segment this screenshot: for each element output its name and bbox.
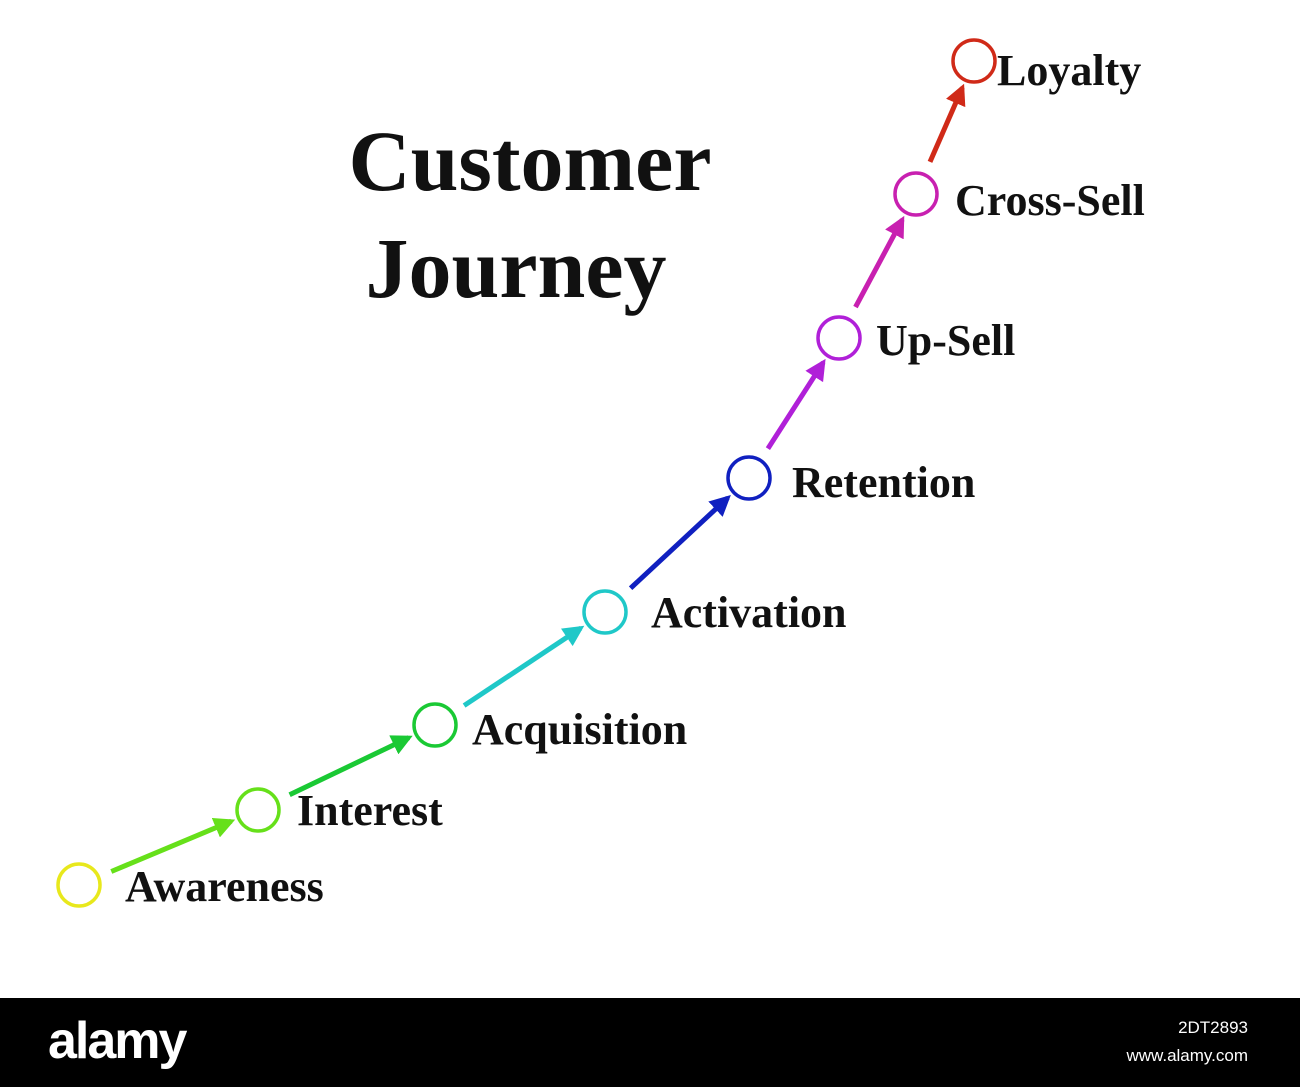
step-label: Up-Sell [876,316,1015,365]
arrow-cross-sell-to-loyalty [927,83,966,163]
customer-journey-diagram: Customer Journey Awareness Interest Acquis… [56,38,1145,911]
step-acquisition: Acquisition [412,702,687,754]
step-label: Acquisition [472,705,687,754]
arrow-acquisition-to-activation [462,625,585,708]
step-node-circle [56,862,102,908]
step-interest: Interest [235,786,443,835]
watermark-bar: alamy 2DT2893 www.alamy.com [0,998,1300,1087]
step-node-circle [412,702,458,748]
step-label: Retention [792,458,975,507]
step-node-circle [235,787,281,833]
step-label: Awareness [125,862,324,911]
step-node-circle [726,455,772,501]
step-label: Activation [651,588,847,637]
step-label: Loyalty [997,46,1141,95]
step-node-circle [893,171,939,217]
arrow-retention-to-up-sell [765,358,826,450]
step-retention: Retention [726,455,975,507]
title-line-1: Customer [348,113,711,209]
step-label: Interest [297,786,443,835]
arrows-layer [110,83,966,874]
watermark-logo: alamy [48,1012,187,1070]
arrow-awareness-to-interest [110,818,236,874]
watermark-image-id: 2DT2893 [1178,1018,1248,1037]
arrow-up-sell-to-cross-sell [853,215,905,309]
step-node-circle [951,38,997,84]
step-up-sell: Up-Sell [816,315,1015,365]
step-loyalty: Loyalty [951,38,1141,95]
step-activation: Activation [582,588,847,637]
arrow-activation-to-retention [628,494,731,591]
step-label: Cross-Sell [955,176,1145,225]
step-node-circle [582,589,628,635]
arrow-interest-to-acquisition [288,735,413,798]
watermark-url: www.alamy.com [1126,1046,1248,1065]
title-line-2: Journey [366,220,667,316]
step-awareness: Awareness [56,862,324,911]
nodes-layer: Awareness Interest Acquisition Activation Re… [56,38,1145,911]
step-node-circle [816,315,862,361]
step-cross-sell: Cross-Sell [893,171,1145,225]
